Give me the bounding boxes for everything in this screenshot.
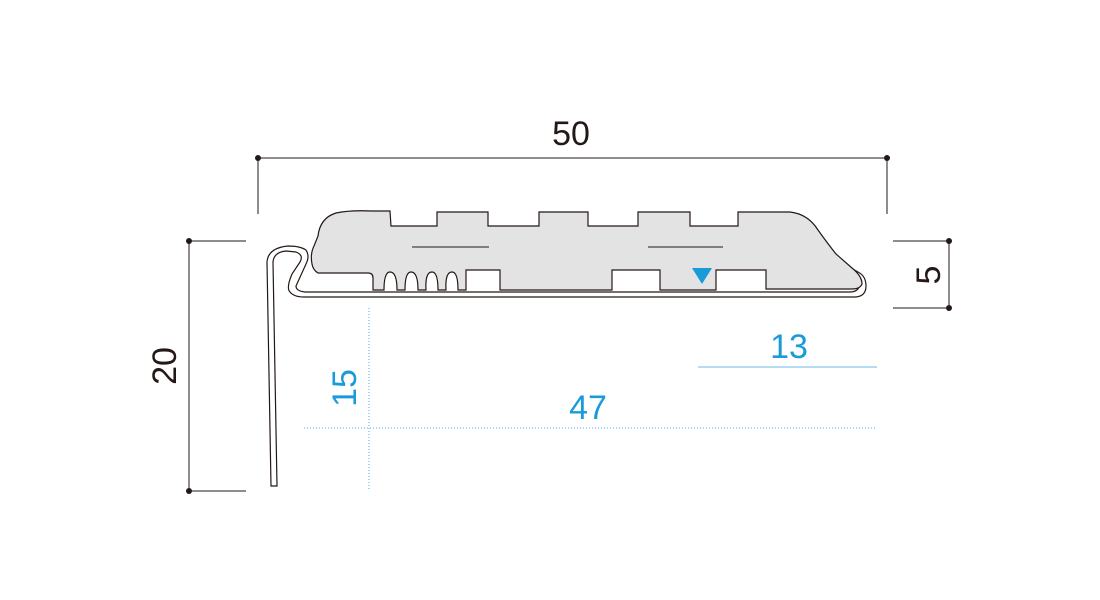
thickness-endpoint-top [946,238,952,244]
thickness-dimension: 5 [893,238,952,311]
thickness-label: 5 [910,266,948,285]
thickness-endpoint-bottom [946,305,952,311]
inner-height-label: 15 [326,369,364,407]
total-height-endpoint-bottom [186,488,192,494]
blue-guide-dimensions: 15 47 13 [304,308,877,490]
insert-depth-label: 13 [770,328,808,366]
insert-profile [310,210,863,291]
tread-depth-label: 47 [569,389,607,427]
top-width-endpoint-left [255,155,261,161]
top-width-label: 50 [552,115,590,153]
total-height-dimension: 20 [146,238,246,494]
down-triangle-marker-icon [692,268,712,284]
total-height-endpoint-top [186,238,192,244]
insert-body [310,210,863,291]
top-width-dimension: 50 [255,115,890,214]
total-height-label: 20 [146,347,184,385]
top-width-endpoint-right [884,155,890,161]
